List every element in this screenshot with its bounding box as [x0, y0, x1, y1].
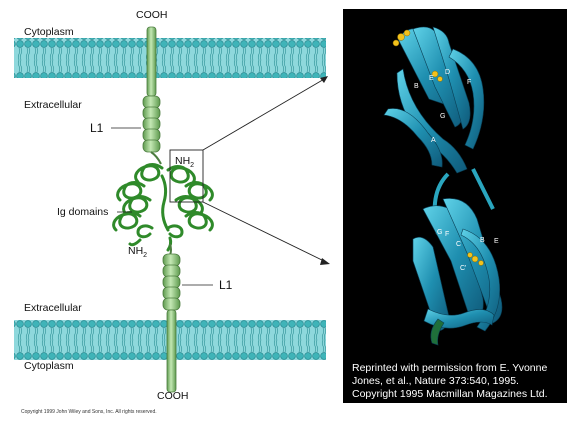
zoom-box: [169, 149, 204, 203]
membrane-top: [14, 38, 326, 78]
zoom-arrow-bottom: [320, 258, 330, 265]
strand-label: C': [460, 265, 467, 272]
top-l1-coil: [142, 95, 162, 165]
ig-domains: [112, 163, 214, 252]
strand-label: D: [445, 69, 451, 76]
strand-label: E: [494, 238, 499, 245]
label-cytoplasm-top: Cytoplasm: [24, 26, 74, 38]
label-nh2-bottom: NH2: [128, 245, 148, 260]
label-ig-domains: Ig domains: [57, 206, 109, 218]
strand-label: G: [437, 229, 443, 236]
credit-line-1: Reprinted with permission from E. Yvonne: [352, 362, 548, 374]
bottom-transmembrane-segment: [166, 309, 177, 393]
strand-label: F: [467, 79, 472, 86]
label-l1-bottom: L1: [219, 278, 233, 292]
label-l1-top: L1: [90, 121, 104, 135]
strand-label: E: [429, 75, 434, 82]
cadherin-diagram: [14, 26, 330, 393]
copyright-text: Copyright 1999 John Wiley and Sons, Inc.…: [21, 409, 157, 415]
label-cytoplasm-bottom: Cytoplasm: [24, 360, 74, 372]
strand-label: C: [456, 241, 462, 248]
label-cooh-bottom: COOH: [157, 390, 189, 402]
label-nh2-top: NH2: [175, 155, 195, 170]
lower-domain: [412, 198, 503, 346]
strand-label: F: [445, 231, 450, 238]
upper-domain: [383, 26, 485, 174]
disulfide-bonds: [392, 29, 484, 266]
protein-structure-image: B E D A G G F C C' E B F Reprinted with …: [343, 9, 567, 403]
strand-label: B: [414, 83, 419, 90]
strand-label: A: [431, 137, 436, 144]
strand-label: B: [480, 237, 485, 244]
zoom-arrow-top: [320, 76, 328, 83]
top-transmembrane-segment: [146, 26, 157, 97]
zoom-line-top: [202, 77, 327, 151]
label-extracellular-bottom: Extracellular: [24, 302, 82, 314]
credit-line-3: Copyright 1995 Macmillan Magazines Ltd.: [352, 388, 548, 400]
strand-label: G: [440, 113, 446, 120]
label-extracellular-top: Extracellular: [24, 99, 82, 111]
zoom-line-bottom: [202, 201, 327, 263]
label-cooh-top: COOH: [136, 9, 168, 21]
credit-line-2: Jones, et al., Nature 373:540, 1995.: [352, 375, 519, 387]
bottom-l1-coil: [162, 243, 181, 311]
ribbon-diagram: [383, 26, 503, 346]
